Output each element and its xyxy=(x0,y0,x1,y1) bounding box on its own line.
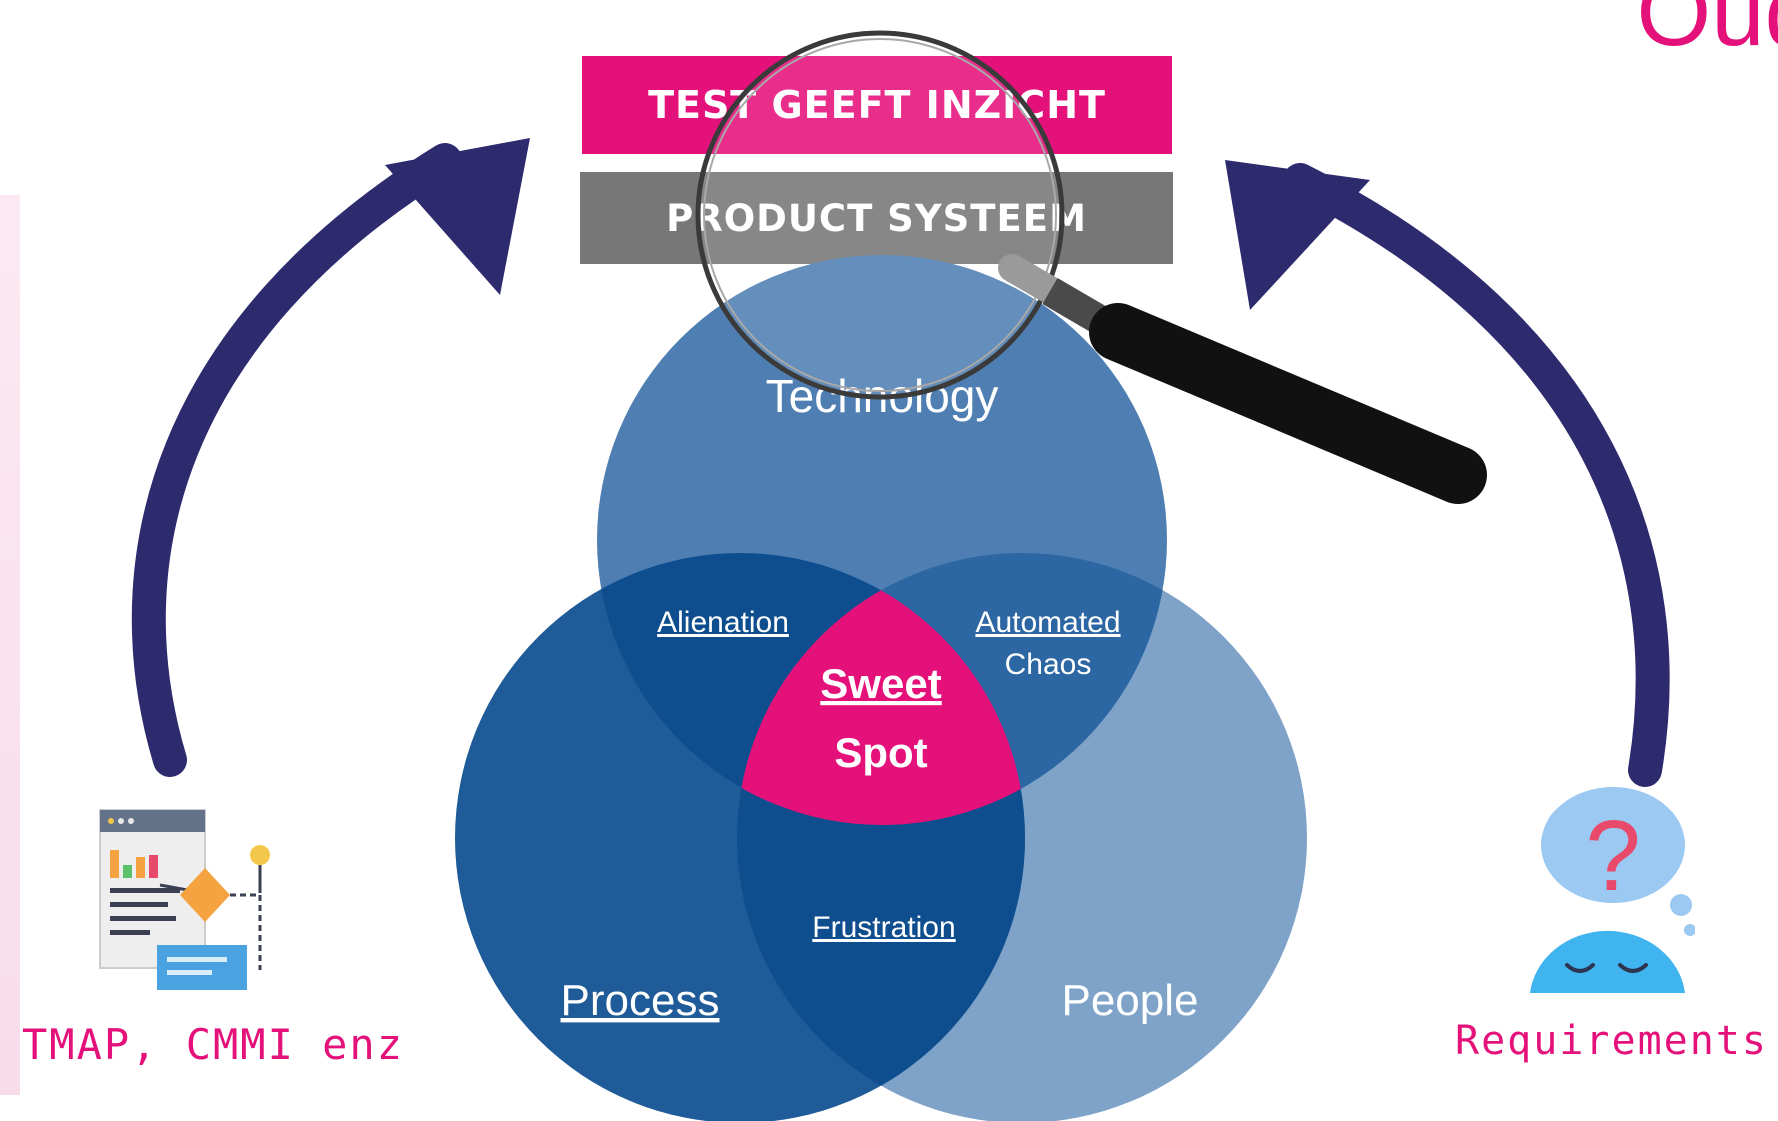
automated-label: Automated xyxy=(975,606,1120,639)
flowchart-document-icon xyxy=(99,809,270,990)
process-label: Process xyxy=(561,976,720,1025)
svg-text:?: ? xyxy=(1585,800,1641,912)
chaos-label: Chaos xyxy=(1005,648,1092,681)
left-decorative-strip xyxy=(0,195,20,1095)
alienation-label: Alienation xyxy=(657,606,789,639)
product-system-banner: PRODUCT SYSTEEM xyxy=(580,172,1173,264)
sweet-spot-region xyxy=(737,553,1025,825)
test-insight-banner: TEST GEEFT INZICHT xyxy=(582,56,1172,154)
sweet-label: Sweet xyxy=(820,660,941,707)
thinking-face-icon: ? xyxy=(1530,787,1695,993)
left-caption: TMAP, CMMI enz xyxy=(22,1020,405,1069)
spot-label: Spot xyxy=(834,729,927,776)
people-label: People xyxy=(1061,976,1198,1025)
right-curved-arrow-icon xyxy=(1225,160,1670,787)
corner-title: Oud xyxy=(1636,0,1778,66)
frustration-label: Frustration xyxy=(812,911,955,944)
right-caption: Requirements xyxy=(1455,1018,1768,1064)
left-curved-arrow-icon xyxy=(131,138,530,777)
